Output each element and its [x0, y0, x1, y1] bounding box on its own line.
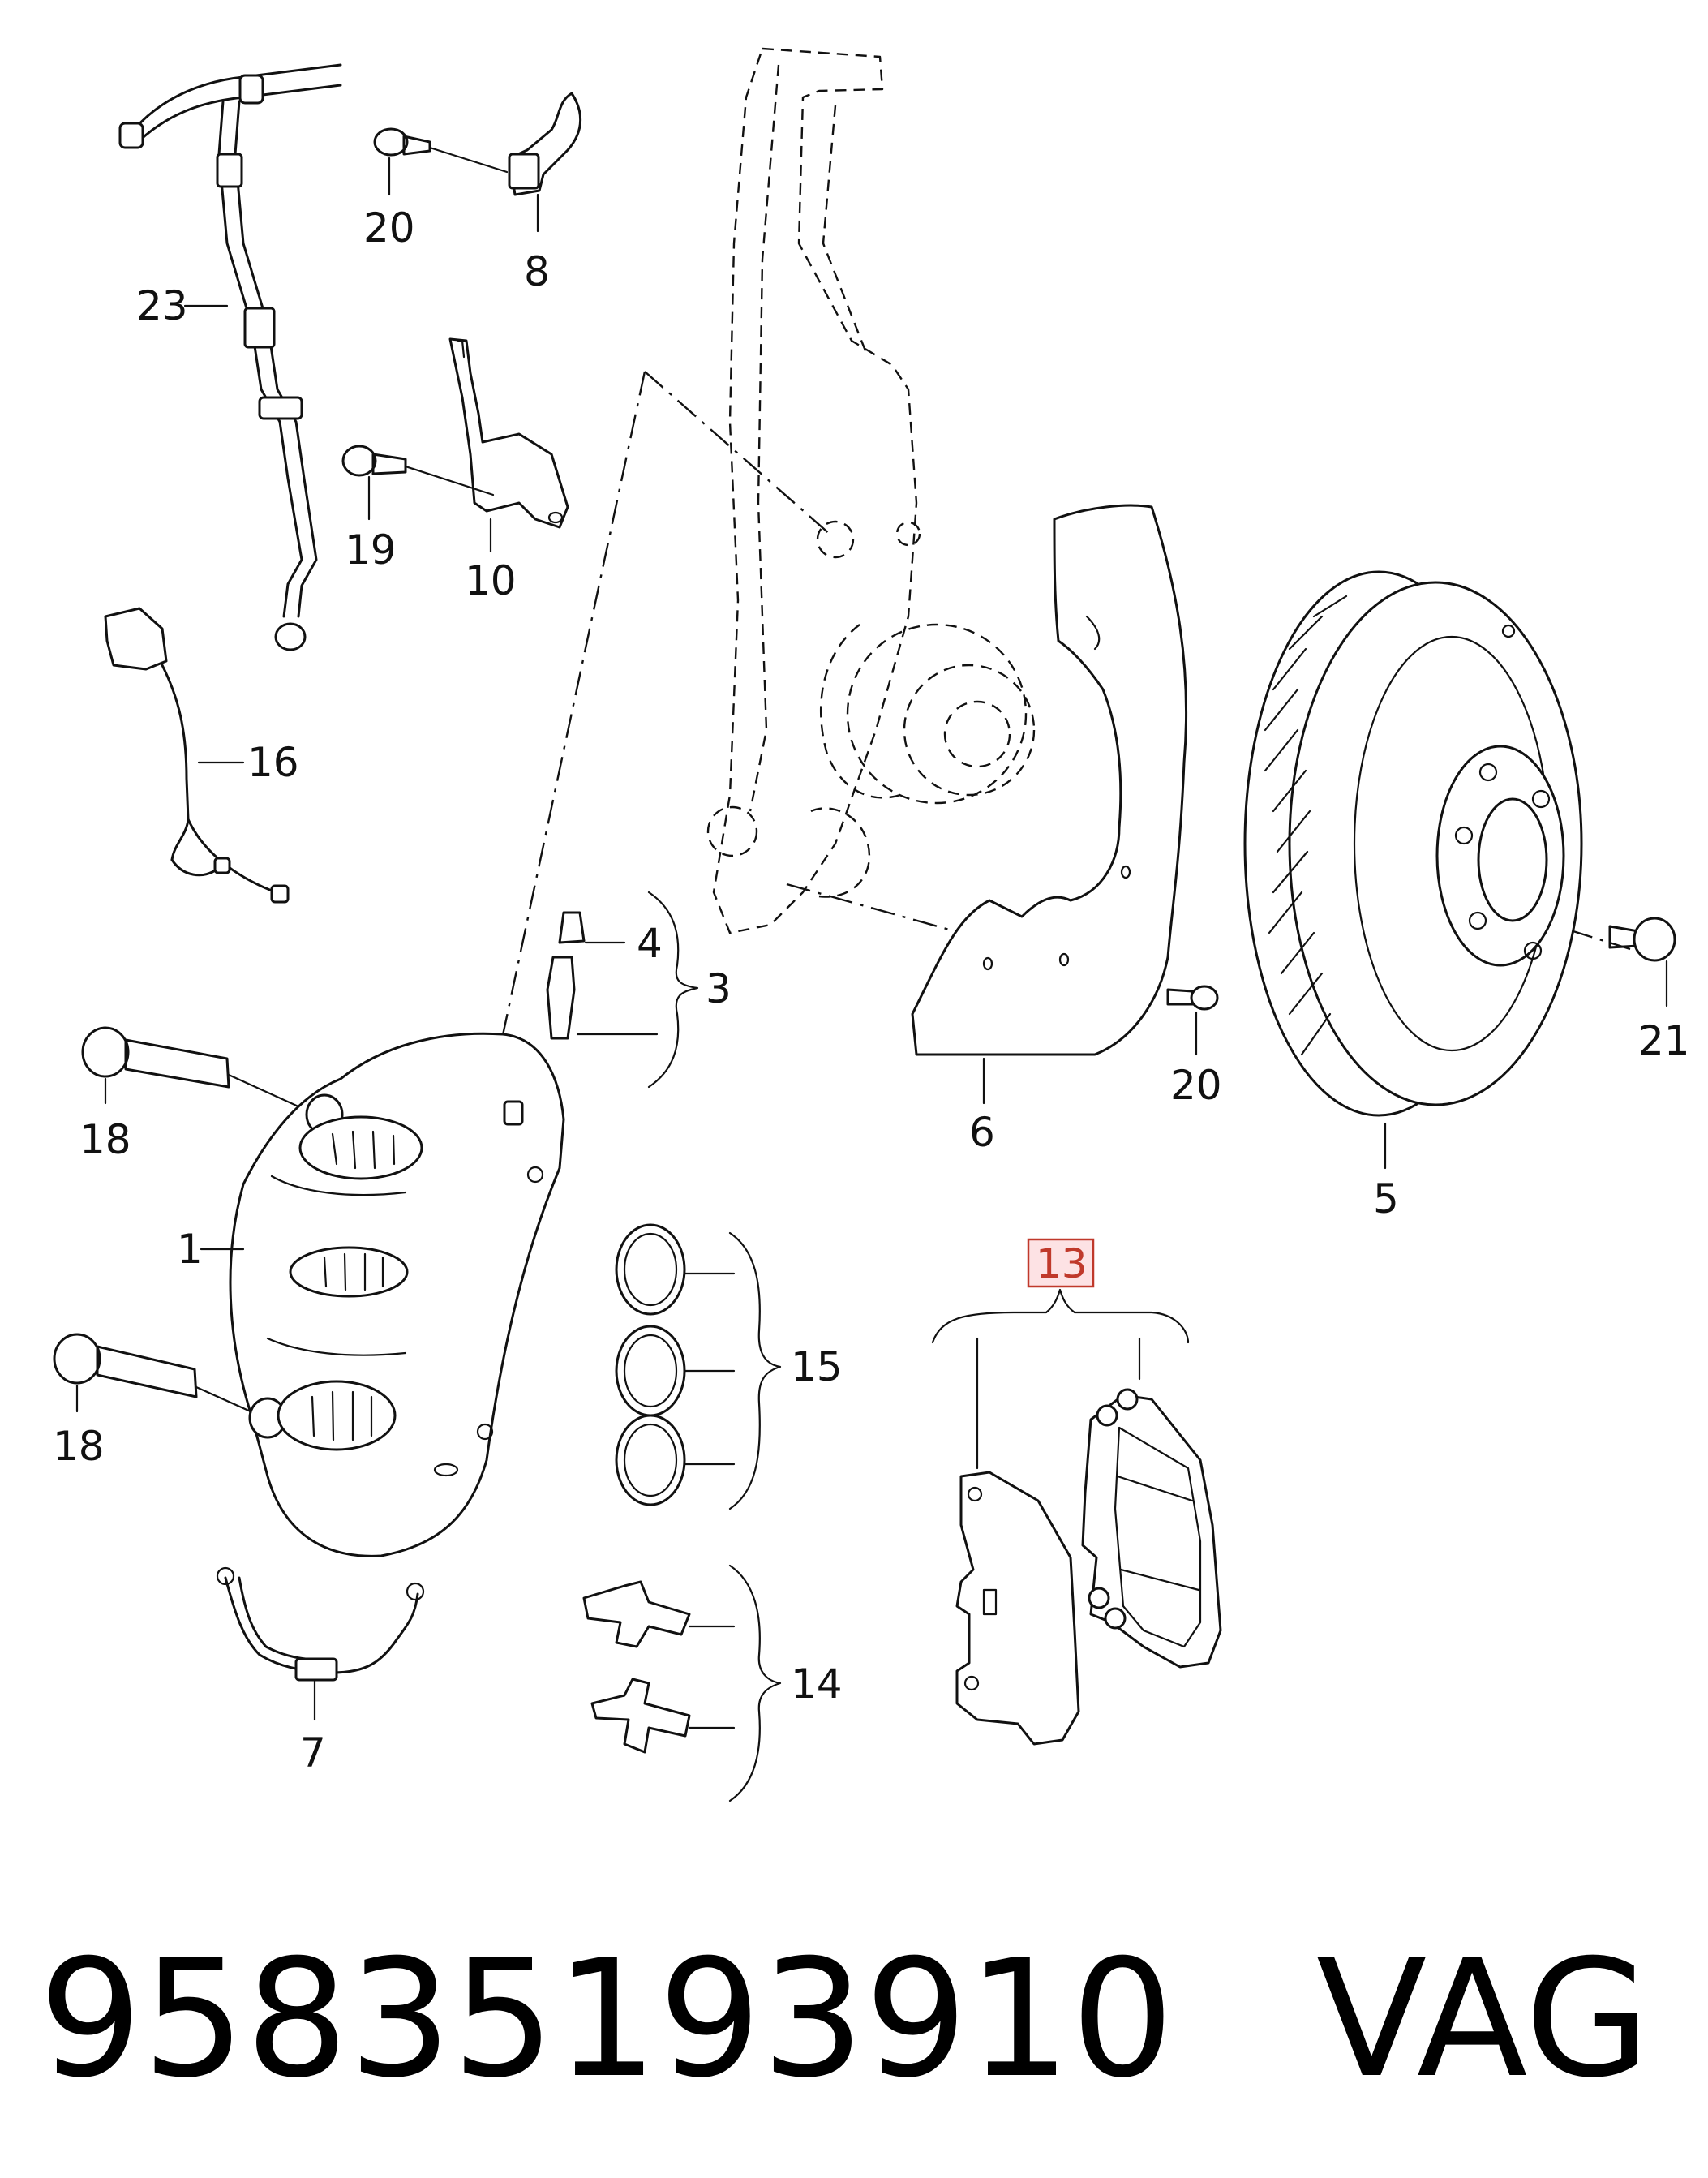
- part-5-brake-disc: [1243, 570, 1583, 1117]
- label-21: 21: [1638, 1017, 1690, 1064]
- label-1: 1: [177, 1226, 203, 1273]
- part-18-bolt-bottom: [53, 1333, 198, 1398]
- brace-13: [931, 1288, 1190, 1344]
- steering-knuckle-dashed: [706, 47, 1036, 934]
- part-20-bolt-top: [373, 127, 431, 157]
- part-16-wear-sensor: [104, 607, 290, 904]
- brace-3: [647, 891, 699, 1089]
- part-18-bolt-top: [81, 1026, 230, 1089]
- axis-caliper-knuckle: [644, 371, 832, 536]
- part-8-bracket: [508, 92, 582, 196]
- label-8: 8: [524, 248, 550, 295]
- brace-15: [728, 1231, 782, 1510]
- dashline-19-10: [404, 465, 495, 496]
- part-13-label-highlight[interactable]: 13: [1027, 1238, 1095, 1288]
- part-21-disc-screw: [1608, 917, 1676, 962]
- label-4: 4: [637, 920, 663, 967]
- part-10-bracket: [448, 337, 569, 529]
- label-20-middle: 20: [1170, 1062, 1222, 1109]
- label-15: 15: [791, 1343, 843, 1390]
- part-4-bleed-cap: [558, 911, 586, 944]
- label-10: 10: [465, 557, 517, 604]
- part-6-splash-shield: [911, 504, 1188, 1056]
- part-19-bolt: [341, 445, 407, 477]
- label-7: 7: [300, 1729, 326, 1776]
- part-number: 95835193910: [39, 1925, 1174, 2114]
- label-3: 3: [706, 965, 732, 1012]
- brace-14: [728, 1564, 782, 1802]
- label-18-bottom: 18: [53, 1423, 105, 1470]
- label-23: 23: [136, 282, 188, 329]
- label-19: 19: [345, 526, 397, 573]
- label-13: 13: [1036, 1240, 1088, 1287]
- label-14: 14: [791, 1660, 843, 1708]
- label-5: 5: [1373, 1175, 1399, 1222]
- label-6: 6: [969, 1109, 995, 1156]
- part-20-bolt-middle: [1166, 985, 1219, 1011]
- part-14-pad-springs: [582, 1580, 691, 1754]
- footer-caption: 95835193910 VAG: [39, 1922, 1661, 2117]
- part-15-seal-rings: [615, 1223, 686, 1506]
- part-3-bleed-screw: [546, 956, 576, 1040]
- label-20-top: 20: [363, 204, 415, 251]
- part-7-sensor-wire: [216, 1566, 425, 1682]
- part-1-brake-caliper: [229, 1032, 565, 1557]
- label-18-top: 18: [79, 1116, 131, 1163]
- part-23-brake-hose: [118, 63, 342, 651]
- label-16: 16: [247, 739, 299, 786]
- part-13-brake-pads: [955, 1388, 1222, 1746]
- axis-vertical: [499, 371, 646, 1047]
- brand-name: VAG: [1315, 1925, 1651, 2114]
- dashline-20-8: [428, 146, 509, 174]
